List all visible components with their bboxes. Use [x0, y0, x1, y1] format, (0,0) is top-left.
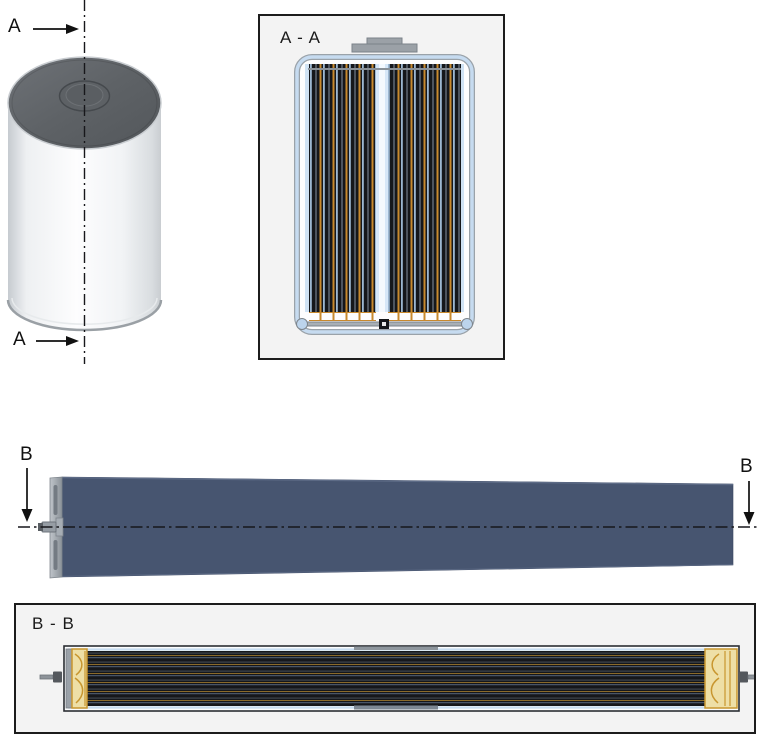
- bottom-center-weld-dot: [382, 322, 386, 326]
- section-marker-a-bottom: A: [13, 329, 26, 350]
- mid-bracket-bottom: [354, 705, 438, 710]
- section-arrow-a-bottom-icon: [36, 336, 79, 346]
- cylindrical-cell-figure: [6, 0, 163, 364]
- section-b-drawing: [39, 645, 754, 712]
- can-outline-blue: [295, 55, 474, 334]
- separator-edge-left: [305, 64, 309, 312]
- bottom-tab-comb-right: [388, 312, 461, 321]
- crimp-curl-right: [461, 318, 473, 330]
- end-cap-slot-top: [53, 485, 58, 515]
- section-view-b-title: B - B: [32, 614, 75, 633]
- top-terminal: [351, 37, 418, 53]
- section-arrow-a-top-icon: [33, 24, 79, 34]
- section-a-drawing: [294, 37, 475, 335]
- section-view-b: B - B: [14, 603, 756, 734]
- tab-assembly-left: [65, 648, 88, 709]
- blade-bottom-edge: [61, 564, 734, 577]
- tab-assembly-right: [704, 648, 738, 709]
- cylinder-top-cap-inner-shade: [11, 59, 158, 147]
- jelly-roll-left: [309, 64, 376, 312]
- terminal-right: [739, 671, 754, 683]
- bottom-tab-comb-left: [309, 312, 376, 321]
- section-arrow-b-left-icon: [21, 468, 33, 522]
- section-view-a-title: A - A: [280, 28, 321, 47]
- section-view-a: A - A: [258, 14, 505, 360]
- cylinder-bottom-rim: [6, 299, 163, 332]
- section-arrow-b-right-icon: [743, 481, 755, 525]
- section-marker-b-right: B: [740, 456, 753, 477]
- electrode-stack: [87, 651, 705, 706]
- jelly-roll-right: [388, 64, 461, 312]
- section-marker-b-left: B: [20, 444, 33, 465]
- center-channel-core: [379, 64, 385, 312]
- blade-cell-figure: [18, 468, 760, 579]
- crimp-curl-left: [296, 318, 308, 330]
- blade-top-edge: [61, 476, 734, 486]
- section-marker-a-top: A: [8, 16, 21, 37]
- mid-bracket-top: [354, 646, 438, 650]
- end-cap-slot-bottom: [53, 540, 58, 570]
- separator-edge-right: [460, 64, 464, 312]
- terminal-left: [39, 671, 62, 683]
